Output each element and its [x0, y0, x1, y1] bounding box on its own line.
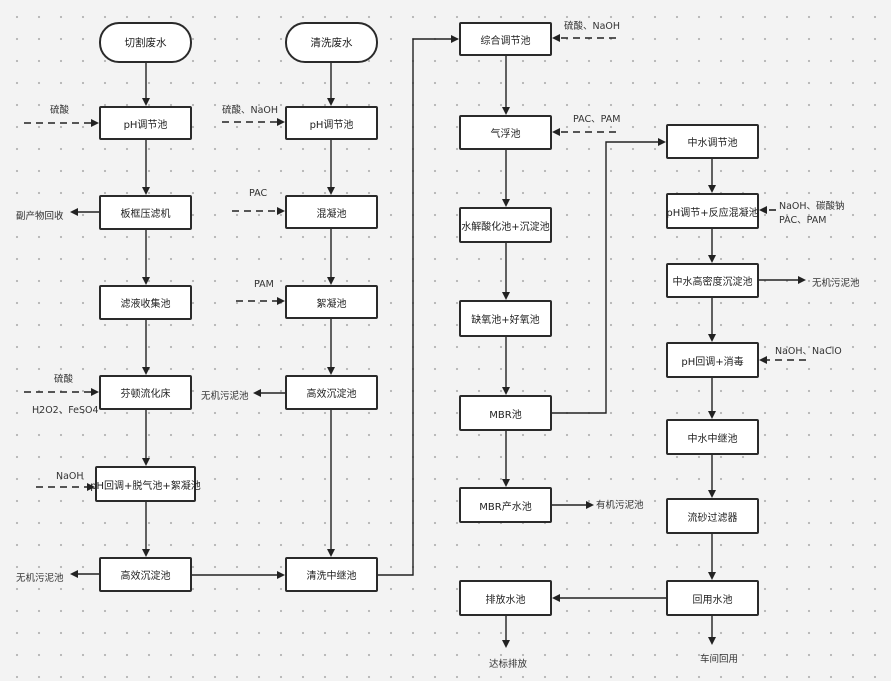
arrowhead-icon: [502, 387, 510, 395]
label-h2so4-1: 硫酸: [50, 105, 70, 116]
arrowhead-icon: [91, 388, 99, 396]
node-dis: 排放水池: [459, 580, 552, 616]
node-hes1: 高效沉淀池: [285, 375, 378, 410]
arrowhead-icon: [586, 501, 594, 509]
arrowhead-icon: [277, 207, 285, 215]
arrowhead-icon: [708, 185, 716, 193]
arrowhead-icon: [142, 277, 150, 285]
node-hydro: 水解酸化池+沉淀池: [459, 207, 552, 243]
node-fenton: 芬顿流化床: [99, 375, 192, 410]
arrowhead-icon: [142, 549, 150, 557]
node-hes2: 高效沉淀池: [99, 557, 192, 592]
connector-line: [552, 141, 660, 414]
arrowhead-icon: [253, 389, 261, 397]
node-strip: pH回调+脱气池+絮凝池: [90, 466, 201, 502]
arrowhead-icon: [502, 199, 510, 207]
arrowhead-icon: [708, 334, 716, 342]
arrowhead-icon: [708, 572, 716, 580]
arrowhead-icon: [502, 107, 510, 115]
arrowhead-icon: [552, 34, 560, 42]
arrowhead-icon: [502, 292, 510, 300]
node-relay: 中水中继池: [666, 419, 759, 455]
label-acid-naoh-1: 硫酸、NaOH: [222, 105, 279, 116]
label-naoh-naclo: NaOH、NaClO: [775, 346, 842, 357]
arrowhead-icon: [91, 119, 99, 127]
arrowhead-icon: [708, 637, 716, 645]
arrowhead-icon: [277, 297, 285, 305]
arrowhead-icon: [708, 255, 716, 263]
arrowhead-icon: [552, 594, 560, 602]
arrowhead-icon: [798, 276, 806, 284]
label-pac: PAC: [249, 188, 268, 199]
label-sludge-inorg-2: 无机污泥池: [16, 573, 64, 584]
arrowhead-icon: [658, 138, 666, 146]
node-ao: 缺氧池+好氧池: [459, 300, 552, 337]
connector-line: [378, 38, 453, 576]
label-naoh-carb: NaOH、碳酸钠: [779, 201, 845, 212]
node-mbr: MBR池: [459, 395, 552, 431]
node-collect: 滤液收集池: [99, 285, 192, 320]
node-disinf: pH回调+消毒: [666, 342, 759, 378]
label-pam: PAM: [254, 279, 274, 290]
label-naoh-1: NaOH: [56, 471, 84, 482]
node-react: pH调节+反应混凝池: [666, 193, 759, 229]
node-reuse: 回用水池: [666, 580, 759, 616]
arrowhead-icon: [708, 490, 716, 498]
node-wash: 清洗中继池: [285, 557, 378, 592]
arrowhead-icon: [327, 549, 335, 557]
node-float: 气浮池: [459, 115, 552, 150]
node-mbrout: MBR产水池: [459, 487, 552, 523]
arrowhead-icon: [327, 98, 335, 106]
arrowhead-icon: [451, 35, 459, 43]
label-h2so4-2: 硫酸: [54, 374, 74, 385]
label-sludge-inorg-1: 无机污泥池: [201, 391, 249, 402]
arrowhead-icon: [552, 128, 560, 136]
node-cut: 切割废水: [99, 22, 192, 63]
node-comp: 综合调节池: [459, 22, 552, 56]
label-pac-pam-1: PAC、PAM: [573, 114, 621, 125]
node-floc: 絮凝池: [285, 285, 378, 319]
label-sludge-org: 有机污泥池: [596, 500, 644, 511]
label-pac-pam-2: PAC、PAM: [779, 215, 827, 226]
arrowhead-icon: [759, 356, 767, 364]
label-reuse: 车间回用: [700, 654, 739, 665]
node-clean: 清洗废水: [285, 22, 378, 63]
arrowhead-icon: [70, 570, 78, 578]
label-byproduct: 副产物回收: [16, 211, 64, 222]
arrowhead-icon: [502, 479, 510, 487]
label-acid-naoh-2: 硫酸、NaOH: [564, 21, 621, 32]
arrowhead-icon: [502, 640, 510, 648]
arrowhead-icon: [87, 483, 95, 491]
node-ph2: pH调节池: [285, 106, 378, 140]
arrowhead-icon: [142, 98, 150, 106]
arrowhead-icon: [142, 458, 150, 466]
node-mix: 混凝池: [285, 195, 378, 229]
arrowhead-icon: [327, 277, 335, 285]
arrowhead-icon: [142, 367, 150, 375]
node-ph1: pH调节池: [99, 106, 192, 140]
node-sand: 流砂过滤器: [666, 498, 759, 534]
arrowhead-icon: [708, 411, 716, 419]
arrowhead-icon: [277, 118, 285, 126]
label-sludge-inorg-3: 无机污泥池: [812, 278, 860, 289]
arrowhead-icon: [759, 206, 767, 214]
node-hdsed: 中水高密度沉淀池: [666, 263, 759, 298]
node-filter: 板框压滤机: [99, 195, 192, 230]
label-discharge: 达标排放: [489, 659, 528, 670]
arrowhead-icon: [70, 208, 78, 216]
arrowhead-icon: [327, 187, 335, 195]
node-mid: 中水调节池: [666, 124, 759, 159]
arrowhead-icon: [277, 571, 285, 579]
arrowhead-icon: [142, 187, 150, 195]
label-h2o2: H2O2、FeSO4: [32, 405, 99, 416]
arrowhead-icon: [327, 367, 335, 375]
